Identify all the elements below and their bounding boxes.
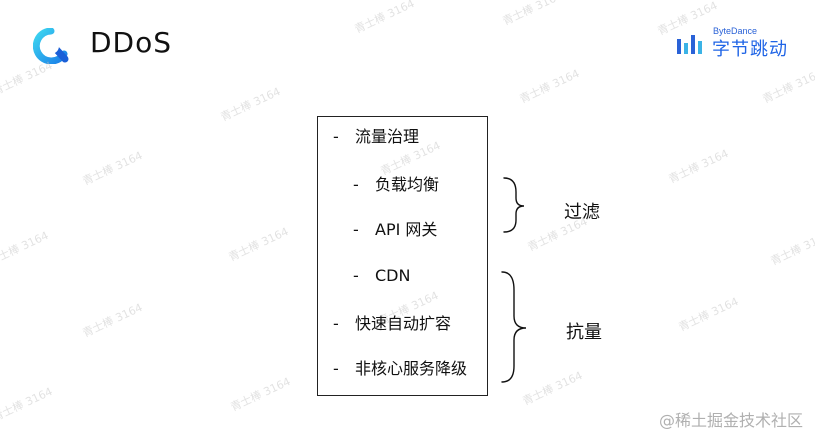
watermark: 青士棒 3164 xyxy=(666,146,731,186)
brand-name-cn: 字节跳动 xyxy=(712,39,788,60)
filter-label: 过滤 xyxy=(564,202,600,223)
bytedance-bars-icon xyxy=(676,33,708,55)
dash-bullet: - xyxy=(333,127,339,146)
list-item-label: 流量治理 xyxy=(355,127,420,146)
footer-credit: @稀土掘金技术社区 xyxy=(658,411,803,430)
dash-bullet: - xyxy=(353,266,359,285)
dash-bullet: - xyxy=(353,220,359,239)
brand-name-en: ByteDance xyxy=(713,26,758,36)
list-item: -API 网关 xyxy=(353,220,437,240)
dash-bullet: - xyxy=(333,359,339,378)
watermark: 青士棒 3164 xyxy=(500,0,565,28)
list-item: -负载均衡 xyxy=(353,175,439,195)
list-item-label: API 网关 xyxy=(375,220,438,239)
watermark: 青士棒 3164 xyxy=(226,224,291,264)
watermark: 青士棒 3164 xyxy=(517,66,582,106)
list-item-label: 负载均衡 xyxy=(375,175,440,194)
watermark: 青士棒 3164 xyxy=(80,148,145,188)
watermark: 青士棒 3164 xyxy=(218,84,283,124)
braces xyxy=(501,177,527,383)
list-item: -CDN xyxy=(353,266,410,286)
resist-label: 抗量 xyxy=(566,322,602,343)
resist-brace xyxy=(501,271,527,383)
list-item: -非核心服务降级 xyxy=(333,359,467,379)
dash-bullet: - xyxy=(353,175,359,194)
list-item: -流量治理 xyxy=(333,127,419,147)
watermark: 青士棒 3164 xyxy=(80,300,145,340)
page-title: DDoS xyxy=(90,26,173,59)
watermark: 青士棒 3164 xyxy=(768,228,815,268)
list-item-label: 非核心服务降级 xyxy=(355,359,468,378)
dash-bullet: - xyxy=(333,314,339,333)
filter-brace xyxy=(503,177,525,233)
list-box: -流量治理 -负载均衡 -API 网关 -CDN -快速自动扩容 -非核心服务降… xyxy=(317,116,488,396)
watermark: 青士棒 3164 xyxy=(228,374,293,414)
list-item-label: CDN xyxy=(375,266,411,285)
bytedance-logo: ByteDance 字节跳动 xyxy=(676,24,796,60)
watermark: 青士棒 3164 xyxy=(352,0,417,36)
list-item: -快速自动扩容 xyxy=(333,314,451,334)
watermark: 青士棒 3164 xyxy=(760,66,815,106)
watermark: 青士棒 3164 xyxy=(0,384,55,424)
q-logo-icon xyxy=(32,27,69,65)
watermark: 青士棒 3164 xyxy=(676,294,741,334)
watermark: 青士棒 3164 xyxy=(0,228,51,268)
list-item-label: 快速自动扩容 xyxy=(355,314,452,333)
